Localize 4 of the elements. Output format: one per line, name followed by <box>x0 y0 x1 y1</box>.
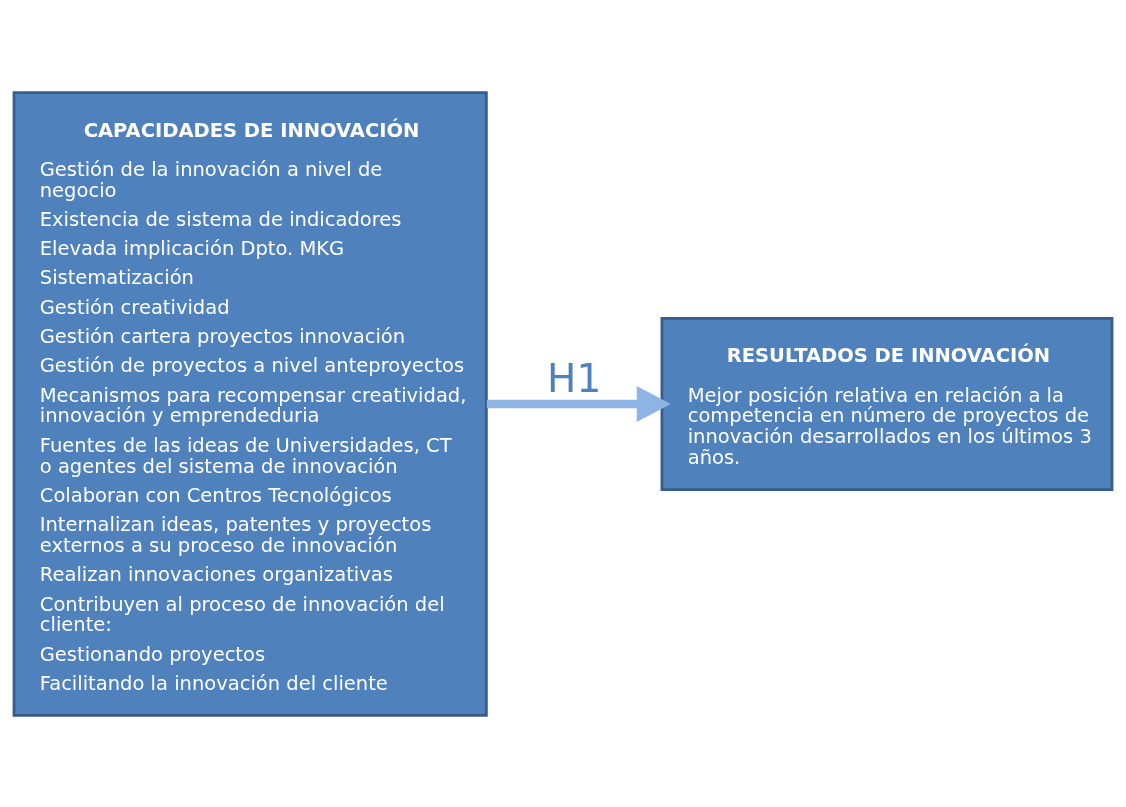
arrow <box>486 385 671 422</box>
node-box: CAPACIDADES DE INNOVACIÓN Gestión de la innovación a nivel de negocio Existencia de sistema de indicadores Elevada implicación Dpto. MKG Sistematización Gestión creatividad Gestión cartera proyectos innovación Gestión de proyectos a nivel anteproyectos Mecanismos para recompensar creatividad, innovación y emprendeduria Fuentes de las ideas de Universidades, CT o agentes del sistema de innovación Colaboran con Centros Tecnológicos Internalizan ideas, patentes y proyectos externos a su proceso de innovación Realizan innovaciones organizativas Contribuyen al proceso de innovación del cliente: Gestionando proyectos Facilitando la innovación del cliente <box>12 90 488 717</box>
node-box: RESULTADOS DE INNOVACIÓN Mejor posición relativa en relación a la competencia en número de proyectos de innovación desarrollados en los últimos 3 años. <box>660 316 1114 491</box>
edge-label: H1 <box>547 355 602 401</box>
